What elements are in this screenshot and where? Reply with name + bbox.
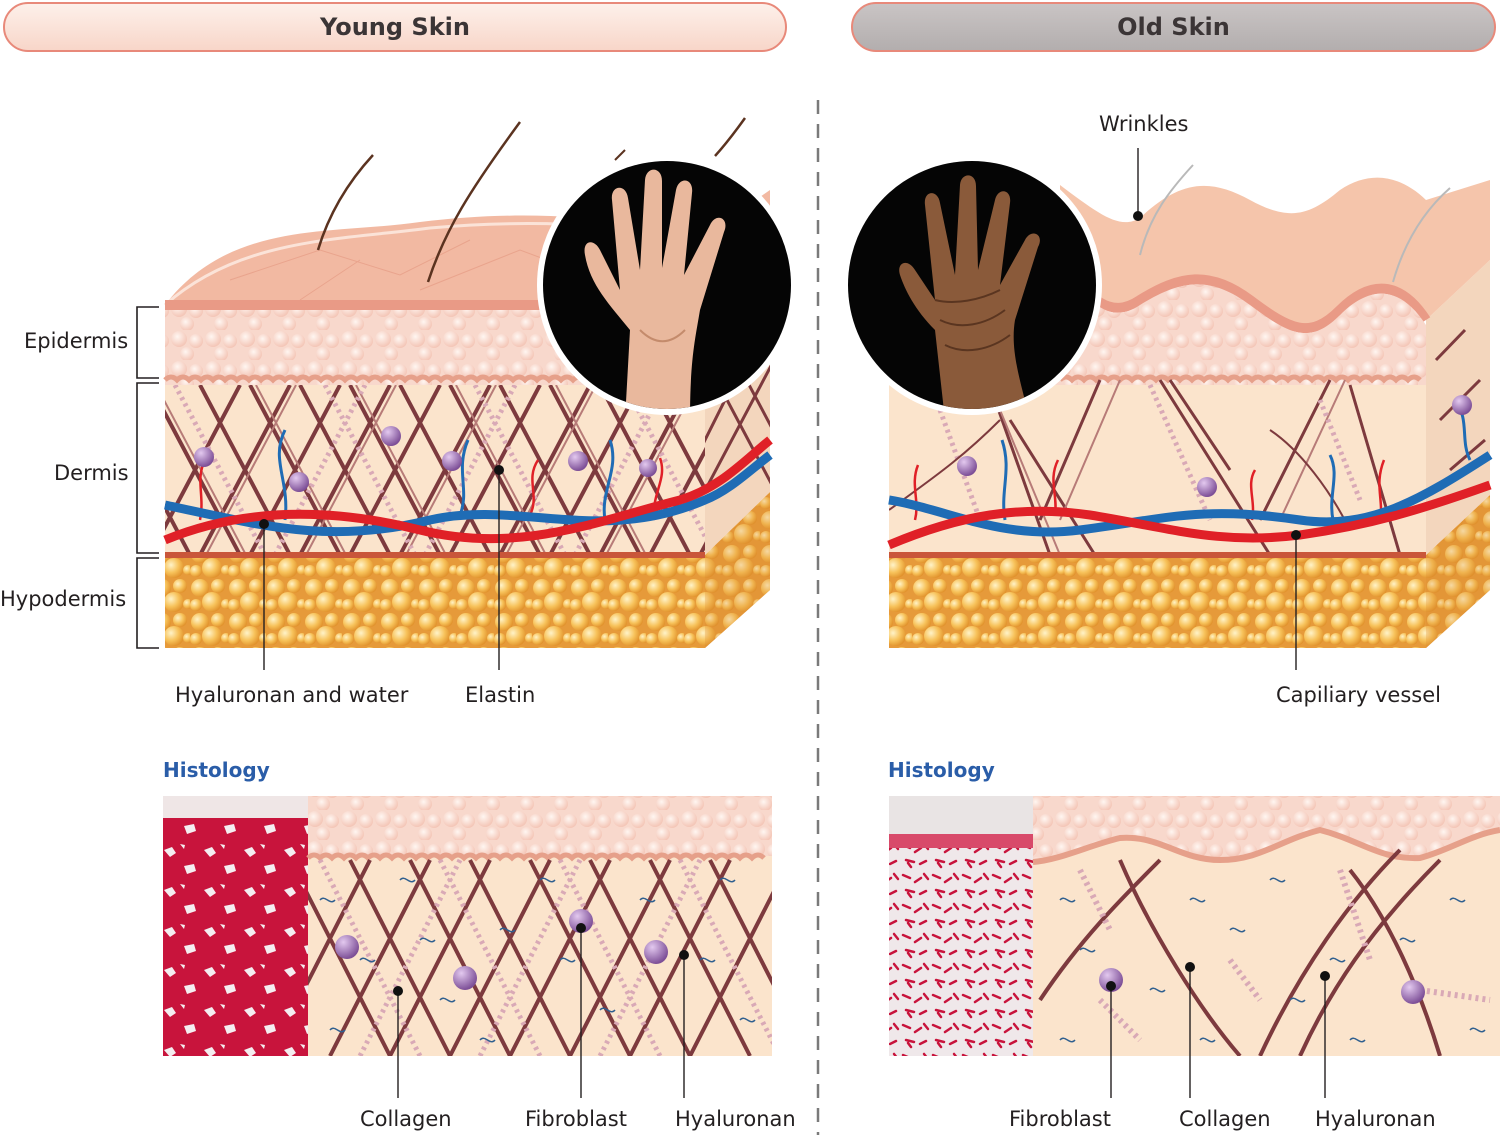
label-epidermis: Epidermis — [24, 329, 129, 353]
label-elastin: Elastin — [465, 683, 536, 707]
label-dermis: Dermis — [54, 461, 129, 485]
label-hypodermis: Hypodermis — [0, 587, 127, 611]
leader-lines — [263, 148, 1297, 670]
label-old-hyaluronan: Hyaluronan — [1315, 1107, 1436, 1131]
young-hand-photo — [537, 155, 797, 415]
old-skin-header: Old Skin — [851, 2, 1496, 52]
label-old-fibroblast: Fibroblast — [1009, 1107, 1111, 1131]
young-skin-title: Young Skin — [320, 13, 470, 41]
layer-brackets — [136, 306, 159, 649]
old-skin-title: Old Skin — [1117, 13, 1230, 41]
young-histology-photo — [163, 796, 308, 1056]
old-histology — [889, 796, 1500, 1098]
histology-title-young: Histology — [163, 758, 270, 782]
young-histology — [163, 796, 772, 1098]
young-skin-block — [163, 117, 773, 648]
label-hyaluronan-water: Hyaluronan and water — [175, 683, 409, 707]
old-hand-photo — [842, 155, 1102, 415]
label-young-collagen: Collagen — [360, 1107, 452, 1131]
young-skin-header: Young Skin — [3, 2, 787, 52]
label-young-hyaluronan: Hyaluronan — [675, 1107, 796, 1131]
label-wrinkles: Wrinkles — [1099, 112, 1189, 136]
label-old-collagen: Collagen — [1179, 1107, 1271, 1131]
label-young-fibroblast: Fibroblast — [525, 1107, 627, 1131]
histology-title-old: Histology — [888, 758, 995, 782]
label-capillary-vessel: Capiliary vessel — [1276, 683, 1441, 707]
